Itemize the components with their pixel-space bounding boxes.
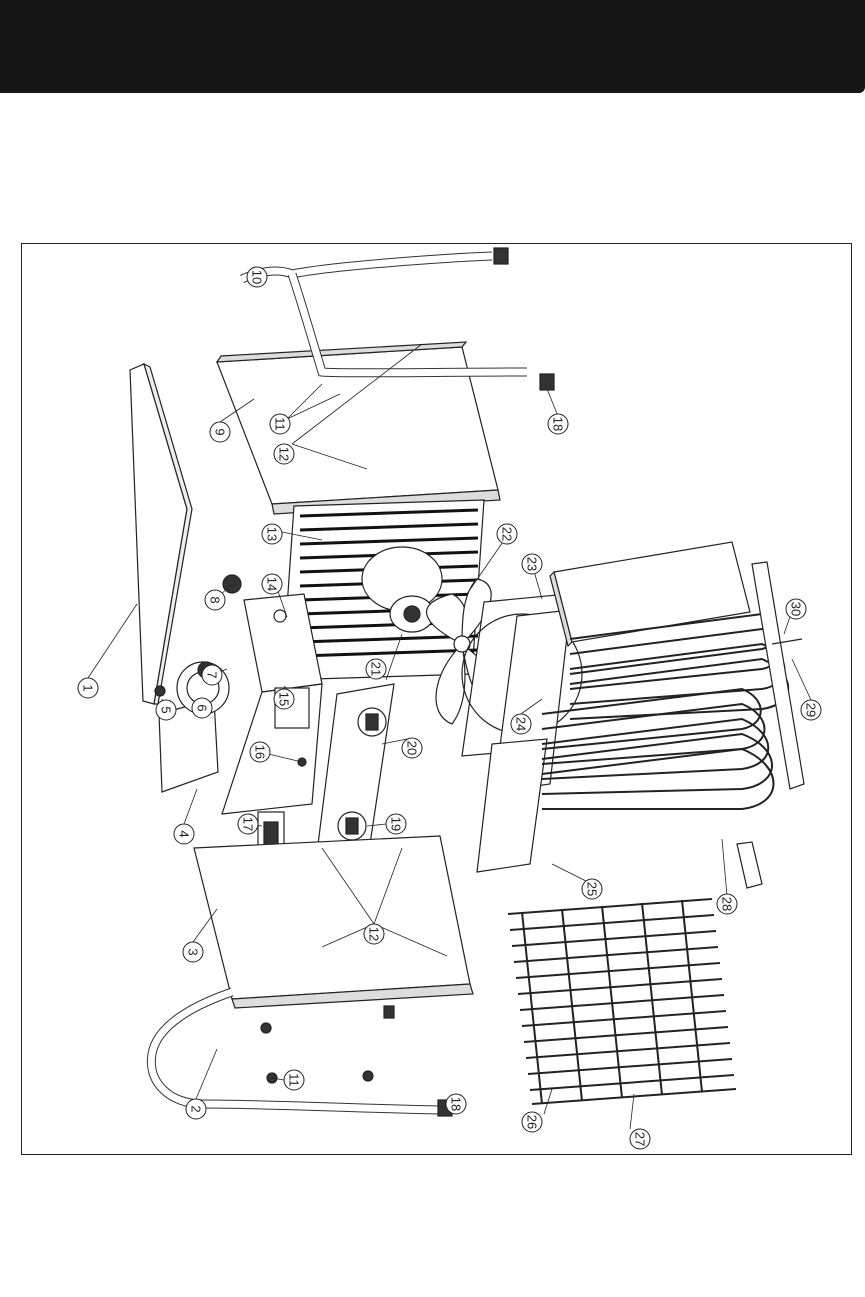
callout-30: 30: [786, 599, 806, 619]
callout-13: 13: [262, 524, 282, 544]
callout-number: 27: [633, 1132, 648, 1146]
side-panel-left: [194, 836, 473, 1008]
callout-number: 26: [525, 1115, 540, 1129]
callout-number: 14: [265, 577, 280, 591]
callout-number: 2: [189, 1105, 204, 1112]
callout-15: 15: [274, 689, 294, 709]
callout-number: 7: [205, 671, 220, 678]
callout-number: 1: [81, 684, 96, 691]
callout-27: 27: [630, 1129, 650, 1149]
callout-4: 4: [174, 824, 194, 844]
callout-9: 9: [210, 422, 230, 442]
callout-number: 19: [389, 817, 404, 831]
callout-7: 7: [202, 665, 222, 685]
callout-number: 28: [720, 897, 735, 911]
callout-number: 3: [186, 948, 201, 955]
callout-21: 21: [366, 659, 386, 679]
callout-number: 16: [253, 745, 268, 759]
callout-number: 11: [273, 417, 288, 431]
callout-18: 18: [446, 1094, 466, 1114]
heater-cover-box: [550, 542, 750, 646]
callout-26: 26: [522, 1112, 542, 1132]
callout-number: 24: [514, 717, 529, 731]
callout-19: 19: [386, 814, 406, 834]
callout-12: 12: [364, 924, 384, 944]
callout-2: 2: [186, 1099, 206, 1119]
callout-number: 21: [369, 662, 384, 676]
callout-28: 28: [717, 894, 737, 914]
callout-number: 18: [449, 1097, 464, 1111]
side-panel-right: [217, 342, 500, 514]
callout-5: 5: [156, 700, 176, 720]
callout-number: 10: [250, 270, 265, 284]
callout-number: 29: [804, 703, 819, 717]
callout-number: 4: [177, 830, 192, 837]
callout-number: 12: [367, 927, 382, 941]
callout-16: 16: [250, 742, 270, 762]
callout-number: 8: [208, 596, 223, 603]
callout-number: 13: [265, 527, 280, 541]
callout-18: 18: [548, 414, 568, 434]
callout-number: 23: [525, 557, 540, 571]
callout-8: 8: [205, 590, 225, 610]
callout-17: 17: [238, 814, 258, 834]
top-panel: [130, 364, 192, 704]
diagram-canvas: 1234567891011111212131415161718181920212…: [22, 244, 853, 1156]
callout-10: 10: [247, 267, 267, 287]
callout-22: 22: [497, 524, 517, 544]
callout-12: 12: [274, 444, 294, 464]
callout-25: 25: [582, 879, 602, 899]
callout-number: 11: [287, 1073, 302, 1087]
callout-14: 14: [262, 574, 282, 594]
callout-20: 20: [402, 738, 422, 758]
callout-number: 18: [551, 417, 566, 431]
header-bar: [0, 0, 865, 93]
callout-11: 11: [270, 414, 290, 434]
callout-number: 20: [405, 741, 420, 755]
callout-number: 25: [585, 882, 600, 896]
heating-elements: [542, 614, 788, 809]
callout-number: 12: [277, 447, 292, 461]
rear-wire-grille: [508, 899, 736, 1104]
callout-number: 5: [159, 706, 174, 713]
callout-number: 30: [789, 602, 804, 616]
callout-29: 29: [801, 700, 821, 720]
callout-number: 22: [500, 527, 515, 541]
callout-number: 17: [241, 817, 256, 831]
callout-24: 24: [511, 714, 531, 734]
callout-6: 6: [192, 698, 212, 718]
callout-number: 15: [277, 692, 292, 706]
callout-23: 23: [522, 554, 542, 574]
callout-number: 9: [213, 428, 228, 435]
callout-3: 3: [183, 942, 203, 962]
callout-11: 11: [284, 1070, 304, 1090]
callout-1: 1: [78, 678, 98, 698]
callout-number: 6: [195, 704, 210, 711]
heater-bracket-rear: [477, 739, 547, 872]
